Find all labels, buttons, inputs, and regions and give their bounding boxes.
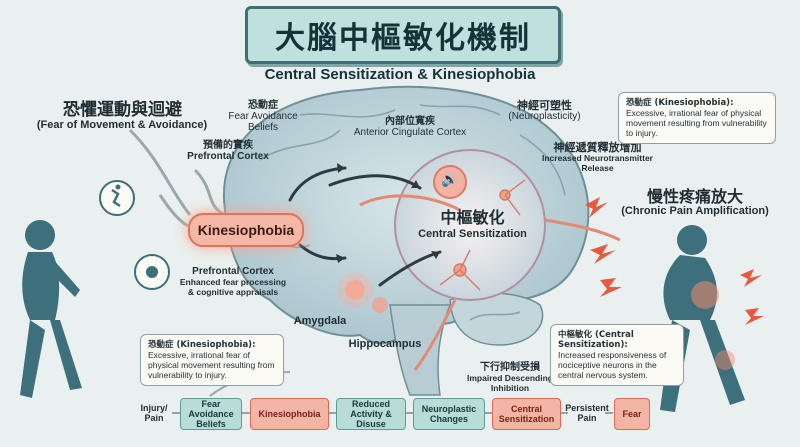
flow-step-kinesiophobia: Kinesiophobia [250,398,329,430]
fear-movement-title: 恐懼運動與迴避 [63,100,182,120]
amygdala-label: Amygdala [293,315,347,327]
speaker-glow [433,165,467,199]
speaker-icon: 🔊 [441,172,459,188]
flow-step-fear: Fear [614,398,650,430]
brainstem-shape [389,304,452,396]
info-box-bottom-right: 中樞敏化 (Central Sensitization): Increased … [550,324,684,386]
info-box-top-right: 恐動症 (Kinesiophobia): Excessive, irration… [618,92,776,144]
title-banner: 大腦中樞敏化機制 [245,6,561,64]
flow-step-central-sensitization: Central Sensitization [492,398,561,430]
central-sensitization-circle [394,149,546,301]
prefrontal-bottom-label: Prefrontal Cortex Enhanced fear processi… [179,266,287,297]
hippocampus-glow [372,297,388,313]
acc-label: 內部位寬疾 Anterior Cingulate Cortex [353,116,467,138]
prefrontal-top-label: 預備的實疾 Prefrontal Cortex [187,140,269,162]
hippocampus-label: Hippocampus [348,338,422,350]
flow-step-fear-beliefs: Fear Avoidance Beliefs [180,398,242,430]
info-box-bottom-left: 恐動症 (Kinesiophobia): Excessive, irration… [140,334,284,386]
central-sensitization-label: 中樞敏化 Central Sensitization [418,208,527,240]
kinesiophobia-badge: Kinesiophobia [188,213,304,247]
flow-step-neuroplastic: Neuroplastic Changes [413,398,485,430]
flow-step-reduced-activity: Reduced Activity & Disuse [336,398,406,430]
chronic-pain-subtitle: (Chronic Pain Amplification) [621,205,769,217]
neuroplasticity-label: 神經可塑性 (Neuroplasticity) [508,99,581,122]
left-person-figure [20,220,82,398]
chronic-pain-title: 慢性疼痛放大 [646,187,743,206]
descending-inhibition-label: 下行抑制受損 Impaired Descending Inhibition [467,362,553,393]
flow-step-injury: Injury/ Pain [140,403,168,423]
fear-movement-subtitle: (Fear of Movement & Avoidance) [36,119,208,131]
page-title: 大腦中樞敏化機制 [275,21,531,56]
fear-beliefs-label: 恐動症 Fear Avoidance Beliefs [228,100,298,133]
cerebellum-shape [449,292,544,346]
amygdala-glow [345,280,365,300]
flow-step-persistent-pain: Persistent Pain [565,403,609,423]
neurotransmitter-label: 神經遞質釋放增加 Increased Neurotransmitter Rele… [541,141,653,173]
page-subtitle: Central Sensitization & Kinesiophobia [264,66,536,83]
